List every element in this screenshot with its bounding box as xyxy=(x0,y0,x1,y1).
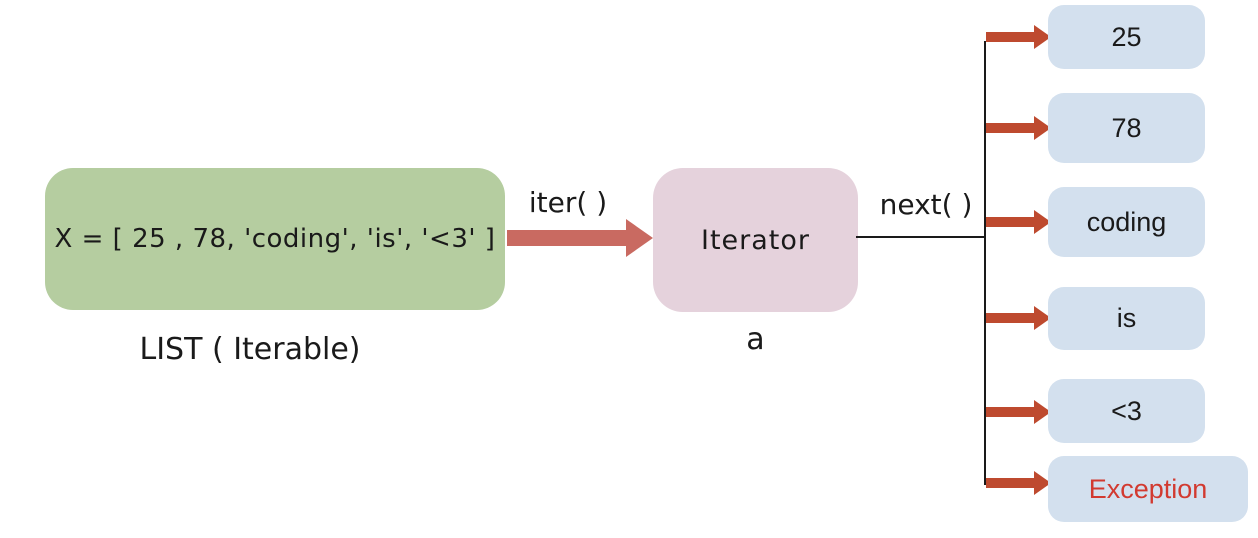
output-arrow-icon xyxy=(986,400,1051,424)
arrow-head xyxy=(1034,210,1051,234)
output-arrow-icon xyxy=(986,25,1051,49)
arrow-head xyxy=(1034,471,1051,495)
output-value: Exception xyxy=(1088,473,1208,504)
iterable-box: X = [ 25 , 78, 'coding', 'is', '<3' ] xyxy=(45,168,505,310)
next-function-label: next( ) xyxy=(879,188,973,221)
output-arrow-icon xyxy=(986,471,1051,495)
iterator-caption: a xyxy=(746,322,765,357)
arrow-shaft xyxy=(986,217,1034,227)
next-connector-line xyxy=(856,236,986,238)
output-value: is xyxy=(1116,303,1137,333)
output-arrow-icon xyxy=(986,210,1051,234)
iterable-box-text: X = [ 25 , 78, 'coding', 'is', '<3' ] xyxy=(54,224,496,254)
output-value: 25 xyxy=(1111,21,1142,52)
arrow-shaft xyxy=(986,478,1034,488)
arrow-head xyxy=(1034,400,1051,424)
iterator-box: Iterator xyxy=(653,168,858,312)
output-value: 78 xyxy=(1111,112,1142,143)
arrow-shaft xyxy=(986,407,1034,417)
output-value: coding xyxy=(1086,206,1167,237)
iterable-caption: LIST ( Iterable) xyxy=(139,332,361,367)
output-box-coding: coding xyxy=(1048,187,1205,257)
output-box-heart: <3 xyxy=(1048,379,1205,443)
output-arrow-icon xyxy=(986,306,1051,330)
output-box-25: 25 xyxy=(1048,5,1205,69)
output-arrow-icon xyxy=(986,116,1051,140)
iterator-box-text: Iterator xyxy=(700,224,810,256)
output-box-is: is xyxy=(1048,287,1205,350)
iter-arrow-icon xyxy=(507,219,653,257)
arrow-head xyxy=(1034,25,1051,49)
iter-function-label: iter( ) xyxy=(528,186,608,219)
branch-line xyxy=(984,41,986,485)
iter-arrow-shaft xyxy=(507,230,626,246)
output-box-exception: Exception xyxy=(1048,456,1248,522)
output-box-78: 78 xyxy=(1048,93,1205,163)
arrow-shaft xyxy=(986,313,1034,323)
arrow-head xyxy=(1034,306,1051,330)
iter-arrow-head xyxy=(626,219,653,257)
arrow-shaft xyxy=(986,123,1034,133)
output-value: <3 xyxy=(1111,395,1142,426)
arrow-head xyxy=(1034,116,1051,140)
arrow-shaft xyxy=(986,32,1034,42)
